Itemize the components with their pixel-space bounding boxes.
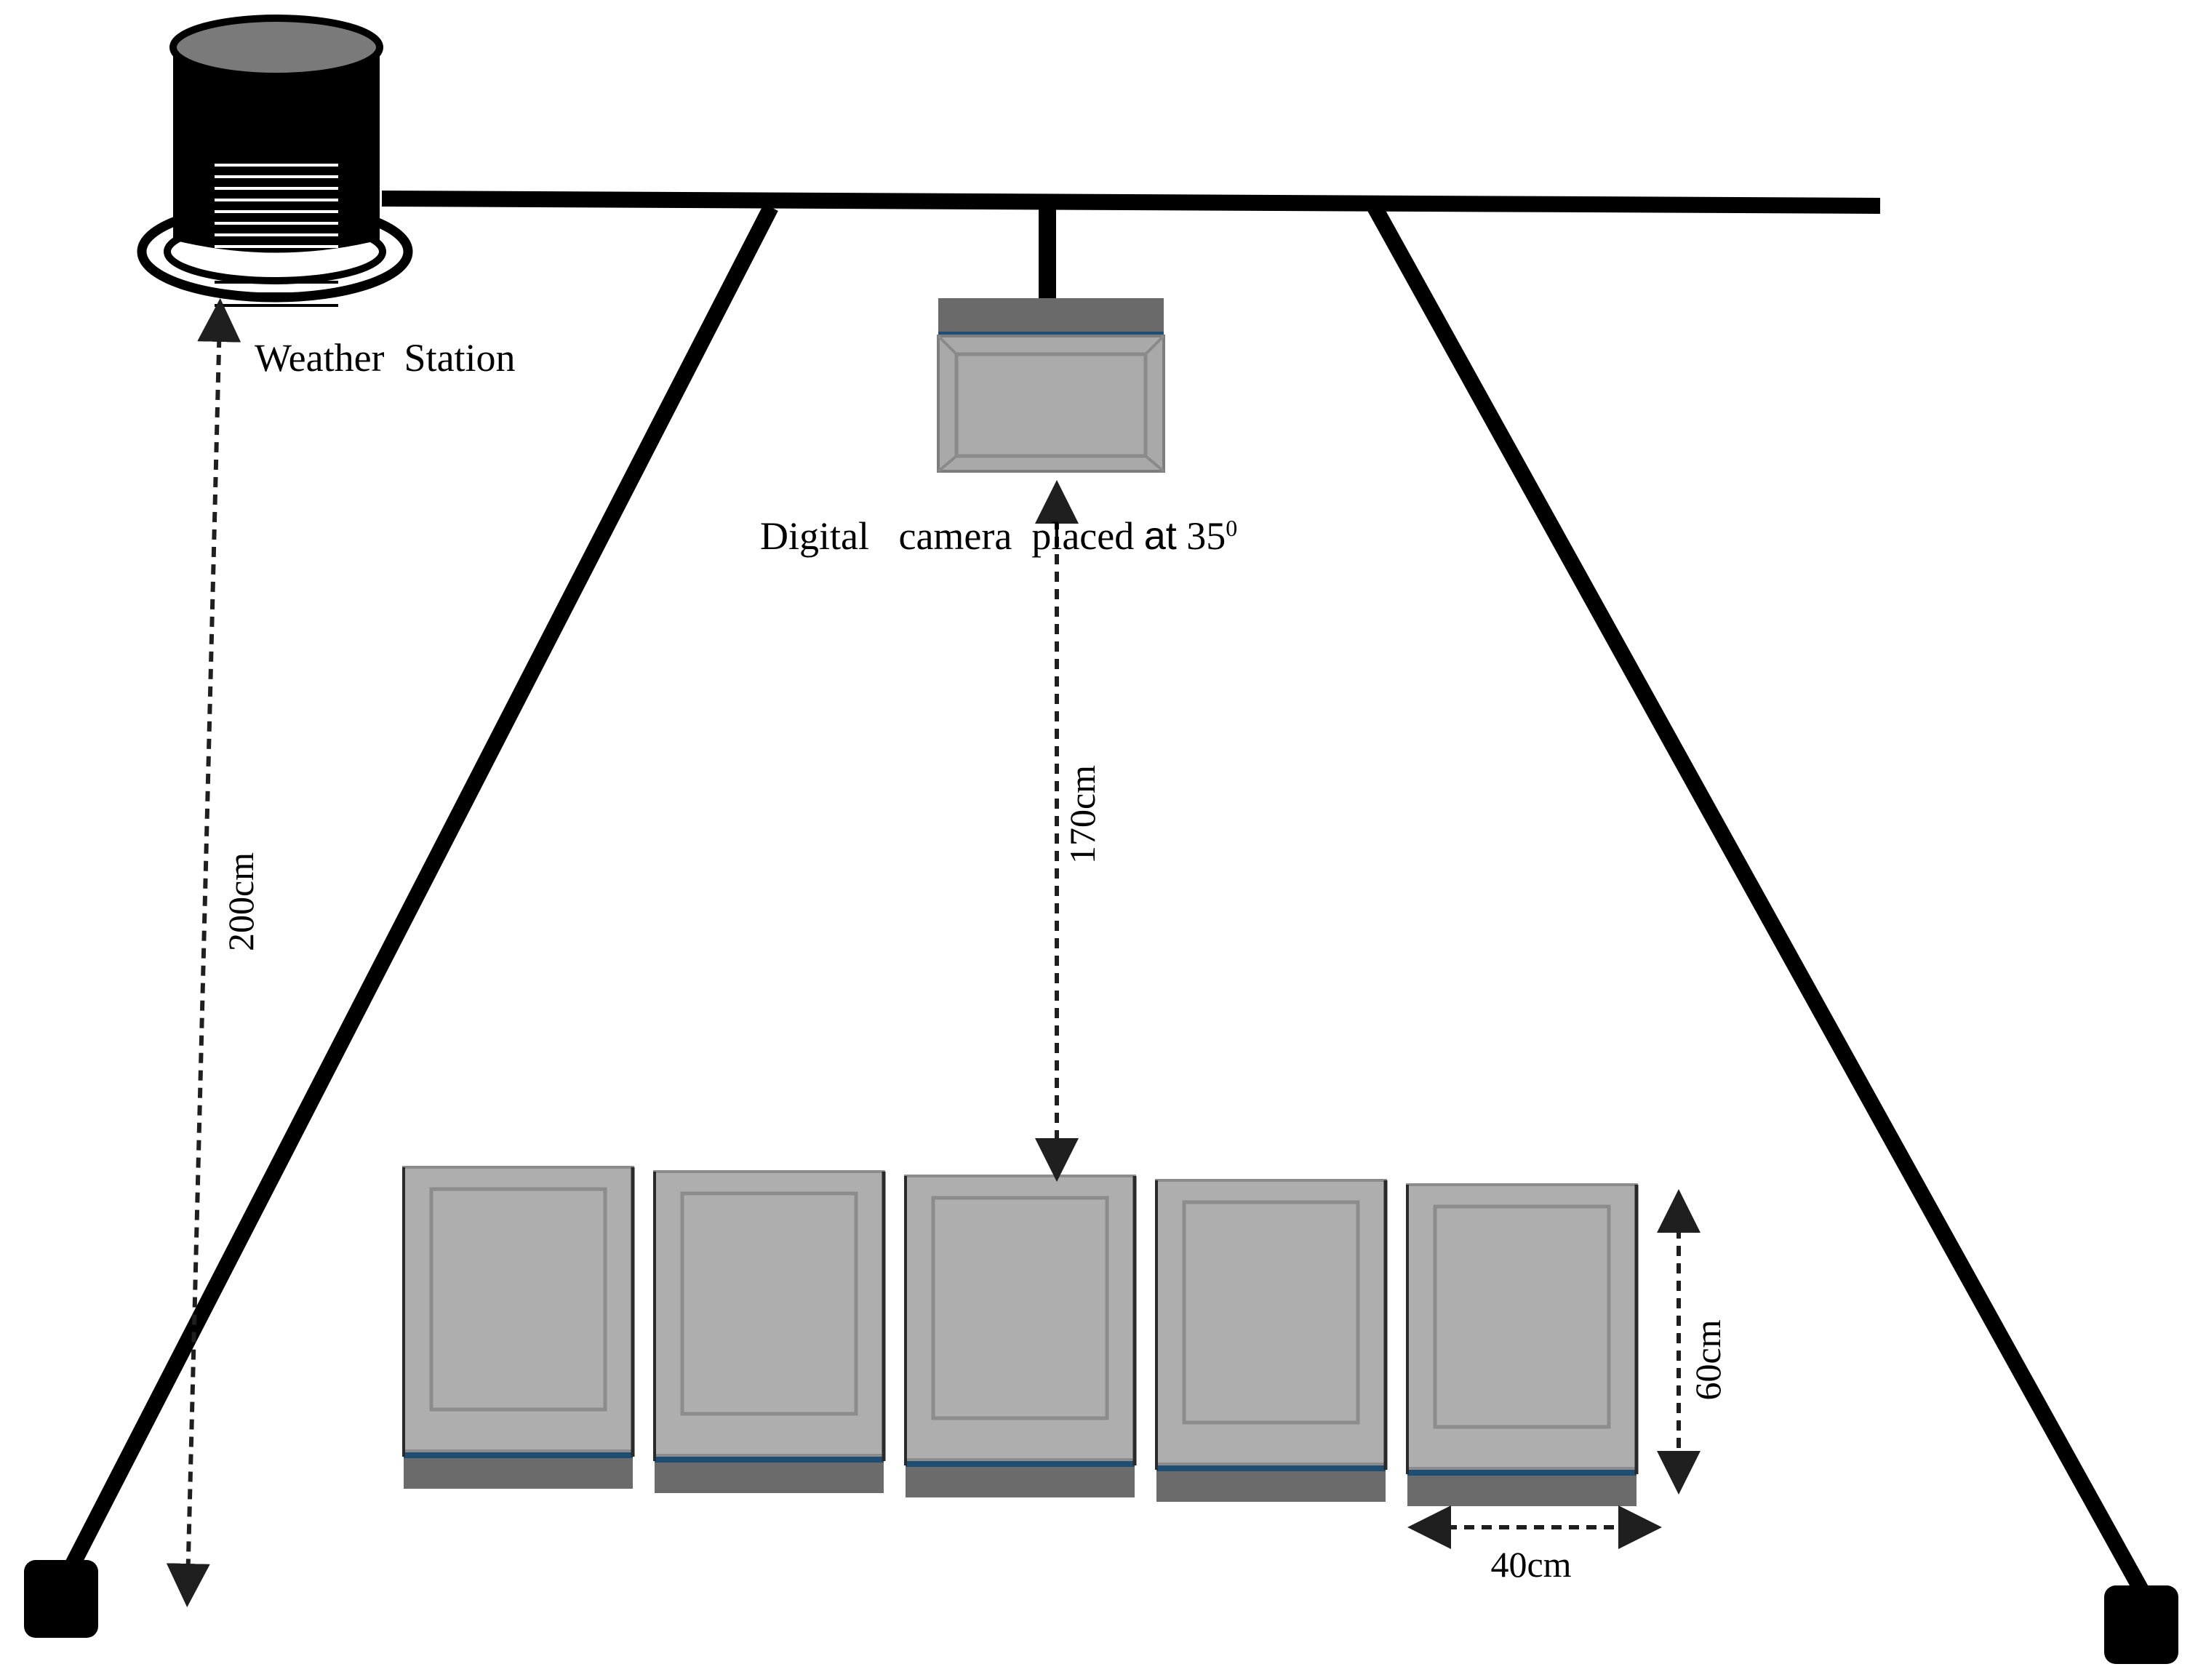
seedling-tray	[653, 1170, 886, 1493]
top-crossbar	[381, 191, 1881, 214]
gauge-top-opening	[169, 15, 383, 80]
camera-label: Digital camera placed at 350	[760, 514, 1237, 558]
seedling-tray	[402, 1166, 635, 1489]
camera-icon	[937, 298, 1165, 473]
weather-station-icon	[137, 15, 413, 307]
tray-row	[402, 1166, 1639, 1506]
seedling-tray	[1155, 1179, 1388, 1502]
right-leg	[1367, 203, 2160, 1615]
tray-height-label: 60cm	[1687, 1319, 1728, 1400]
dimension-arrows	[166, 298, 1701, 1607]
camera-height-label: 170cm	[1062, 765, 1103, 864]
right-foot	[2104, 1585, 2178, 1664]
gauge-scale-lines	[215, 164, 338, 260]
tray-width-label: 40cm	[1490, 1544, 1571, 1585]
seedling-tray	[904, 1175, 1137, 1497]
station-height-arrow	[166, 298, 241, 1607]
seedling-tray	[1406, 1183, 1639, 1506]
weather-station-label: Weather Station	[255, 336, 516, 380]
left-foot	[24, 1560, 98, 1638]
camera-face	[954, 352, 1148, 458]
station-height-label: 200cm	[220, 852, 261, 951]
camera-top-edge	[938, 298, 1164, 335]
